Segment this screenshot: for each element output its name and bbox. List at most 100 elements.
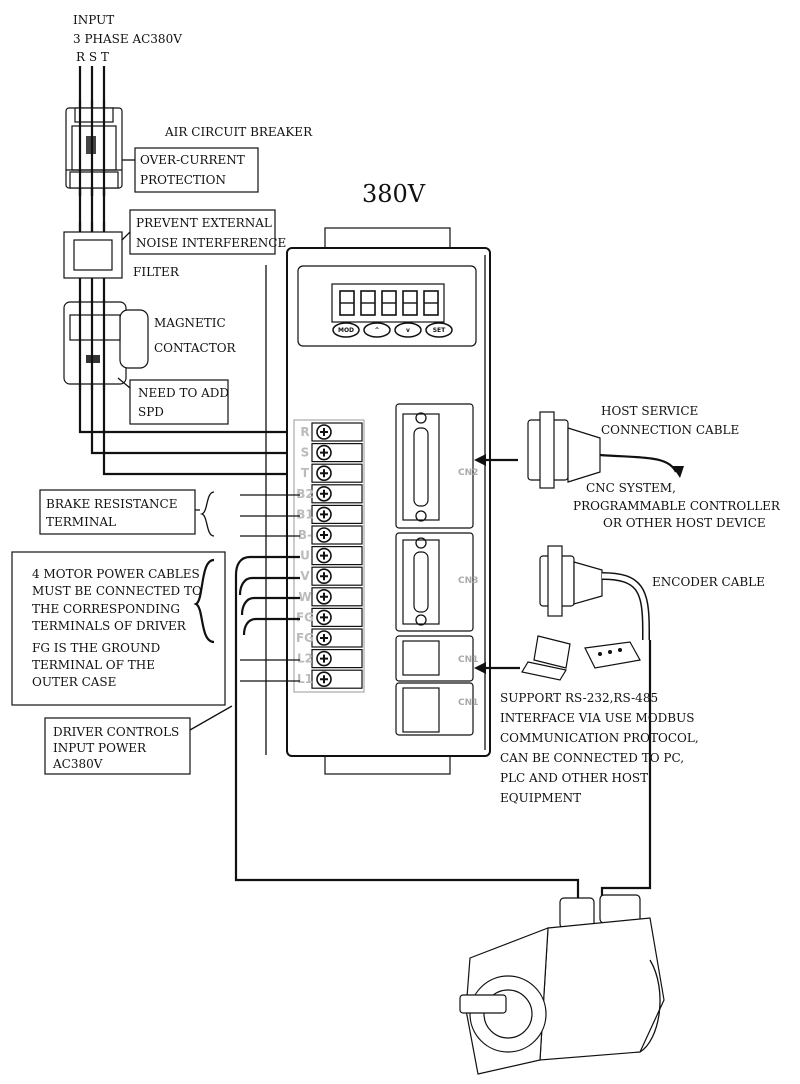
spd-note-box [129, 379, 229, 425]
port-label-cn3: CN3 [458, 576, 478, 586]
host-cable-label: HOST SERVICE [601, 404, 698, 418]
motor-note: 4 MOTOR POWER CABLES MUST BE CONNECTED T… [32, 567, 202, 689]
encoder-cable-label: ENCODER CABLE [652, 575, 765, 589]
port-label-cn1: CN1 [458, 698, 478, 708]
comm-note-line: CAN BE CONNECTED TO PC, [500, 751, 684, 765]
filter-note-box [129, 209, 276, 255]
port-cn1-a[interactable] [395, 635, 474, 682]
terminal-label: L1 [297, 672, 313, 686]
spd-note-line: SPD [138, 405, 164, 419]
terminal-u[interactable]: U [300, 545, 363, 566]
host-device-label: PROGRAMMABLE CONTROLLER [573, 499, 781, 513]
filter-note-line: PREVENT EXTERNAL [136, 216, 272, 230]
arrow-icon [474, 454, 520, 674]
motor-note-line: MUST BE CONNECTED TO [32, 584, 202, 598]
host-cable-connector [527, 411, 684, 489]
comm-note-line: SUPPORT RS-232,RS-485 [500, 691, 658, 705]
breaker-label: AIR CIRCUIT BREAKER [164, 125, 313, 139]
brace [195, 491, 215, 537]
button-label: v [406, 327, 410, 334]
host-device-label: OR OTHER HOST DEVICE [603, 516, 766, 530]
terminal-label: T [301, 466, 310, 480]
motor-note-line: TERMINAL OF THE [32, 658, 155, 672]
terminal-label: V [300, 569, 310, 583]
laptop-icon [521, 635, 571, 681]
control-note-box [44, 717, 191, 775]
terminal-r[interactable]: R [300, 422, 363, 442]
up-button[interactable]: ^ [363, 322, 391, 338]
magnetic-contactor [63, 300, 149, 390]
down-button[interactable]: v [394, 322, 422, 338]
contactor-label: CONTACTOR [154, 341, 237, 355]
terminal-b2[interactable]: B2 [296, 484, 363, 504]
motor-note-line: FG IS THE GROUND [32, 641, 160, 655]
set-button[interactable]: SET [425, 322, 453, 338]
terminal-label: B- [298, 528, 312, 542]
breaker-note-line: PROTECTION [140, 173, 226, 187]
brake-note-box [39, 489, 196, 535]
control-note-line: INPUT POWER [53, 741, 147, 755]
breaker-note-box [134, 147, 259, 193]
servo-motor [459, 894, 665, 1075]
control-note-line: DRIVER CONTROLS [53, 725, 179, 739]
terminal-label: U [300, 549, 310, 563]
button-label: MOD [338, 327, 354, 334]
button-label: ^ [374, 327, 379, 334]
motor-note-box [11, 551, 226, 706]
brace [193, 558, 215, 644]
terminal-l2[interactable]: L2 [297, 648, 363, 669]
host-cable-label: CONNECTION CABLE [601, 423, 739, 437]
filter-label: FILTER [133, 265, 180, 279]
terminal-wires [234, 494, 652, 900]
led-display [339, 290, 439, 316]
terminal-label: FG [296, 610, 314, 624]
contactor-label: MAGNETIC [154, 316, 226, 330]
terminal-v[interactable]: V [300, 566, 363, 586]
terminal-label: L2 [297, 652, 313, 666]
port-cn3[interactable] [395, 532, 474, 632]
port-label-cn2: CN2 [458, 468, 478, 478]
terminal-fg[interactable]: FG [296, 607, 363, 628]
plc-device-icon [584, 641, 641, 669]
input-voltage: 3 PHASE AC380V [73, 32, 182, 46]
terminal-b1[interactable]: B1 [296, 504, 363, 524]
mode-button[interactable]: MOD [332, 322, 360, 338]
brake-note-line: TERMINAL [46, 515, 116, 529]
button-label: SET [433, 327, 446, 334]
motor-note-line: THE CORRESPONDING [32, 602, 180, 616]
terminal-label: B1 [296, 507, 314, 521]
comm-note: SUPPORT RS-232,RS-485 INTERFACE VIA USE … [500, 691, 699, 805]
input-title: INPUT [73, 13, 114, 27]
terminal-b-[interactable]: B- [298, 525, 363, 545]
brake-note-line: BRAKE RESISTANCE [46, 497, 178, 511]
driver-voltage-title: 380V [362, 180, 426, 208]
port-label-cn1: CN1 [458, 655, 478, 665]
comm-note-line: PLC AND OTHER HOST [500, 771, 648, 785]
noise-filter [63, 222, 123, 279]
air-circuit-breaker [65, 100, 123, 196]
terminal-fg[interactable]: FG [296, 628, 363, 648]
terminal-label: FG [296, 631, 314, 645]
phase-labels: R S T [76, 50, 109, 64]
terminal-s[interactable]: S [301, 443, 363, 463]
comm-note-line: INTERFACE VIA USE MODBUS [500, 711, 694, 725]
comm-note-line: COMMUNICATION PROTOCOL, [500, 731, 699, 745]
terminal-l1[interactable]: L1 [297, 669, 363, 689]
port-cn2[interactable] [395, 403, 474, 529]
filter-note-line: NOISE INTERFERENCE [136, 236, 286, 250]
terminal-w[interactable]: W [298, 587, 363, 607]
terminal-label: R [300, 425, 309, 439]
encoder-cable-connector [539, 545, 650, 640]
keypad[interactable]: MOD ^ v SET [332, 322, 453, 338]
comm-note-line: EQUIPMENT [500, 791, 581, 805]
host-device-label: CNC SYSTEM, [586, 481, 676, 495]
terminal-label: W [298, 590, 311, 604]
motor-note-line: OUTER CASE [32, 675, 116, 689]
breaker-note-line: OVER-CURRENT [140, 153, 245, 167]
terminal-t[interactable]: T [301, 463, 363, 483]
motor-note-line: 4 MOTOR POWER CABLES [32, 567, 200, 581]
port-cn1-b[interactable] [395, 682, 474, 736]
terminal-label: S [301, 446, 310, 460]
